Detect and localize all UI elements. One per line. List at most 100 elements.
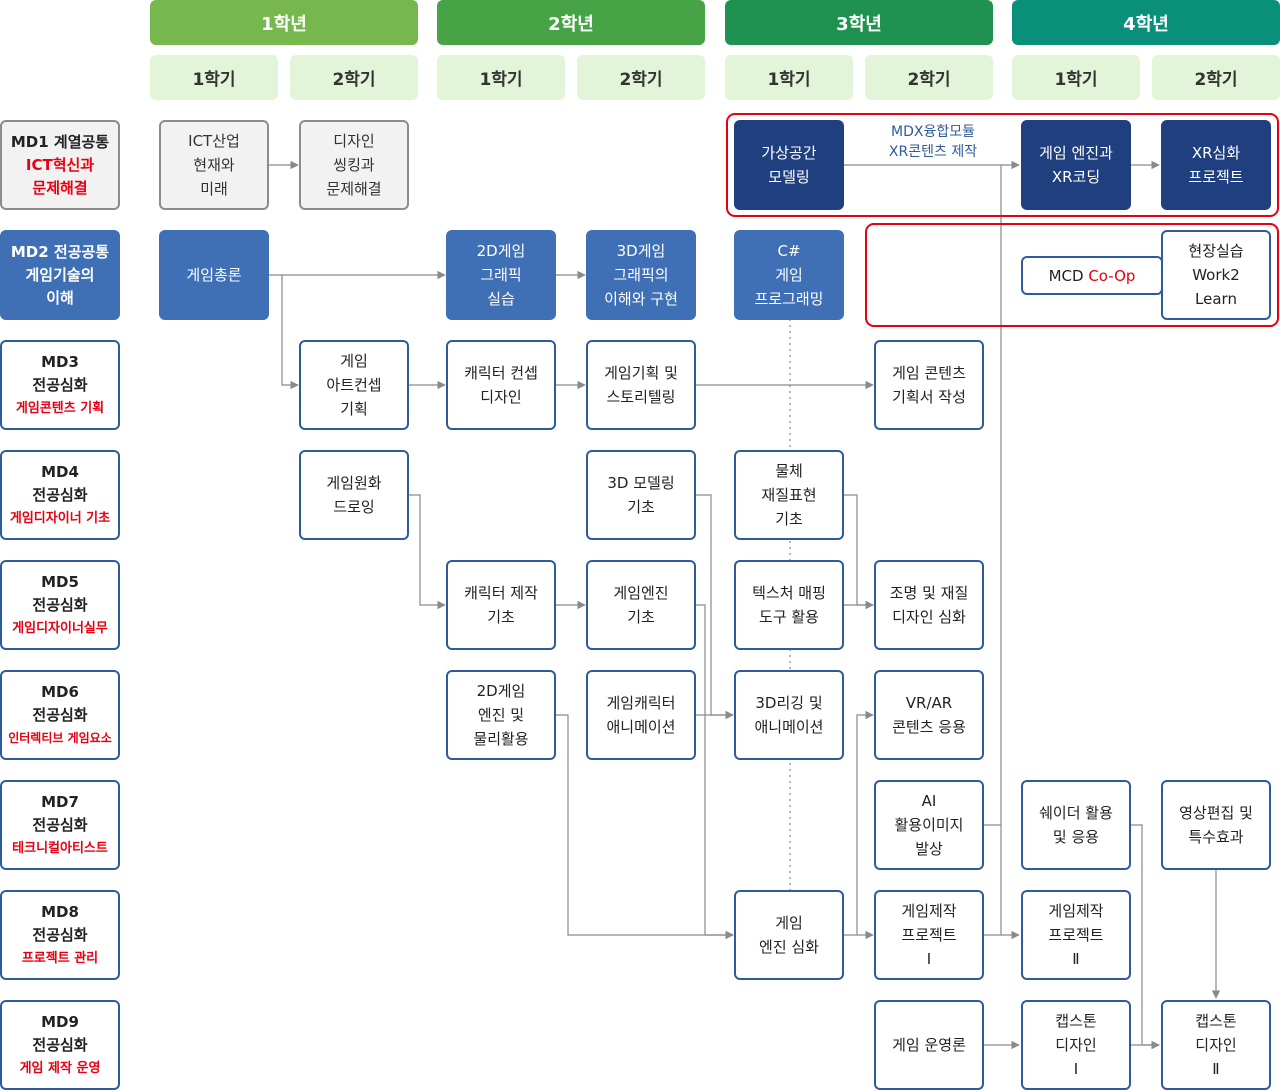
course-title-line: Ⅰ	[1073, 1060, 1079, 1078]
course-title-line: 모델링	[768, 168, 810, 186]
course-title-line: 디자인	[333, 132, 375, 150]
course-title-line: 3D게임	[616, 242, 666, 260]
course-title-line: 발상	[915, 840, 943, 858]
course-title-line: 도구 활용	[759, 608, 819, 626]
semester-header: 2학기	[290, 55, 418, 100]
course-title-line: 및 응용	[1052, 828, 1100, 846]
md-code: MD4	[41, 462, 79, 481]
md-code: MD7	[41, 792, 79, 811]
course-title-line: 미래	[200, 180, 228, 198]
course-title-line: 쉐이더 활용	[1039, 804, 1113, 822]
md6-label: MD6 전공심화 인터렉티브 게임요소	[0, 670, 120, 760]
course-title-line: 문제해결	[326, 180, 382, 198]
course-title-line: 게임원화	[326, 474, 382, 492]
course-operation[interactable]: 게임 운영론	[874, 1000, 984, 1090]
course-title-line: 물리활용	[473, 730, 529, 748]
course-title-line: 게임	[775, 266, 803, 284]
course-title-line: 그래픽	[480, 266, 522, 284]
semester-header: 2학기	[1152, 55, 1280, 100]
course-title-line: 게임제작	[1048, 902, 1104, 920]
course-title-line: 재질표현	[761, 486, 817, 504]
course-title-line: ICT산업	[188, 132, 240, 150]
course-title-line: 실습	[487, 290, 515, 308]
course-title-line: AI	[921, 792, 937, 810]
course-game-intro[interactable]: 게임총론	[159, 230, 269, 320]
mdx-module-title: MDX융합모듈	[891, 124, 975, 140]
course-title-line: 특수효과	[1188, 828, 1244, 846]
semester-header: 1학기	[725, 55, 853, 100]
course-title-line: 텍스처 매핑	[752, 584, 826, 602]
course-title-line: 3D 모델링	[607, 474, 675, 492]
semester-header: 1학기	[150, 55, 278, 100]
course-title-line: 프로젝트	[1188, 168, 1244, 186]
course-title-line: 기초	[627, 498, 655, 516]
md9-label: MD9 전공심화 게임 제작 운영	[0, 1000, 120, 1090]
md-code: MD9	[41, 1012, 79, 1031]
course-title-line: 게임엔진	[613, 584, 669, 602]
md-code: MD3	[41, 352, 79, 371]
course-title-line: 캐릭터 제작	[464, 584, 538, 602]
course-title-line: 콘텐츠 응용	[892, 718, 966, 736]
course-title-line: 활용이미지	[894, 816, 964, 834]
course-title-line: Ⅱ	[1212, 1060, 1220, 1078]
mcd-coop-frame	[865, 223, 1279, 327]
semester-header: 1학기	[437, 55, 565, 100]
md3-label: MD3 전공심화 게임콘텐츠 기획	[0, 340, 120, 430]
md-sub: 인터렉티브 게임요소	[8, 730, 112, 745]
course-title-line: 기초	[627, 608, 655, 626]
md-kind: 전공심화	[32, 925, 88, 944]
course-title-line: 디자인	[1055, 1036, 1097, 1054]
md-code: MD6	[41, 682, 79, 701]
md-kind: 전공심화	[32, 815, 88, 834]
course-title-line: 아트컨셉	[326, 376, 382, 394]
course-title-line: 2D게임	[476, 242, 526, 260]
md-kind: 전공심화	[32, 485, 88, 504]
course-title-line: 캡스톤	[1055, 1012, 1097, 1030]
course-title-line: XR심화	[1191, 144, 1241, 162]
year-header-2: 2학년	[437, 0, 705, 45]
course-title-line: 2D게임	[476, 682, 526, 700]
md-sub: 게임디자이너 기초	[9, 510, 111, 526]
mcd-coop-label[interactable]: MCD Co-Op	[1021, 256, 1163, 295]
course-title-line: 기획서 작성	[892, 388, 966, 406]
mdx-module-label: MDX융합모듈 XR콘텐츠 제작	[858, 122, 1008, 162]
mcd-highlight: Co-Op	[1088, 266, 1136, 285]
course-title-line: 그래픽의	[613, 266, 669, 284]
course-title-line: 영상편집 및	[1179, 804, 1253, 822]
md-kind: 전공심화	[32, 375, 88, 394]
md2-label: MD2 전공공통 게임기술의 이해	[0, 230, 120, 320]
md1-sub: 문제해결	[32, 178, 88, 197]
